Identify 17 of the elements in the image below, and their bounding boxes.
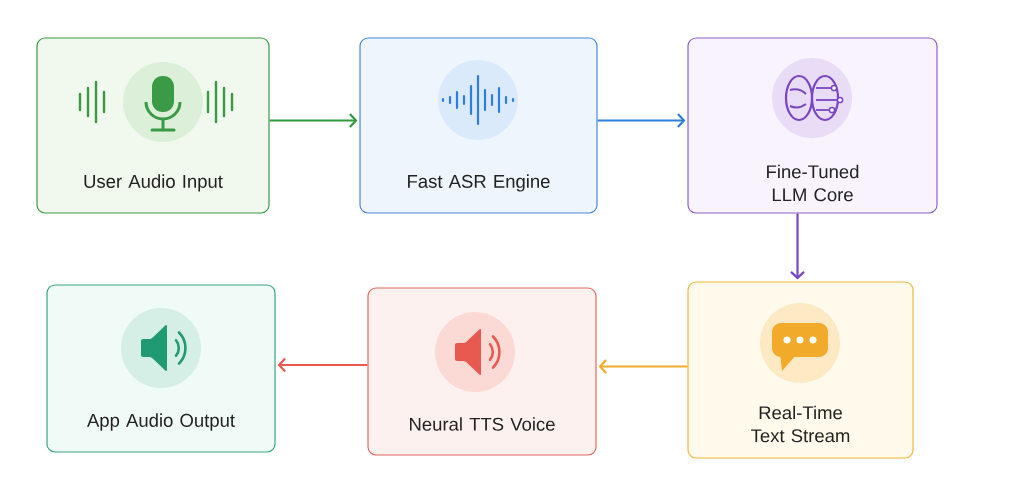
process-box — [687, 281, 914, 459]
process-box — [36, 37, 270, 214]
box-label: User Audio Input — [84, 174, 223, 192]
box-label: Neural TTS Voice — [410, 417, 555, 431]
arrow — [598, 359, 688, 374]
process-box — [359, 37, 598, 214]
arrow — [277, 357, 368, 373]
arrow — [269, 113, 358, 128]
process-box — [687, 37, 938, 214]
arrow — [790, 213, 805, 280]
box-label: Fine-Tuned LLM Core — [767, 164, 859, 202]
process-box — [46, 284, 276, 453]
box-label: Real-Time Text Stream — [751, 405, 850, 443]
arrow — [597, 113, 686, 128]
process-box — [367, 287, 597, 456]
box-label: App Audio Output — [87, 413, 235, 431]
box-label: Fast ASR Engine — [408, 174, 550, 192]
